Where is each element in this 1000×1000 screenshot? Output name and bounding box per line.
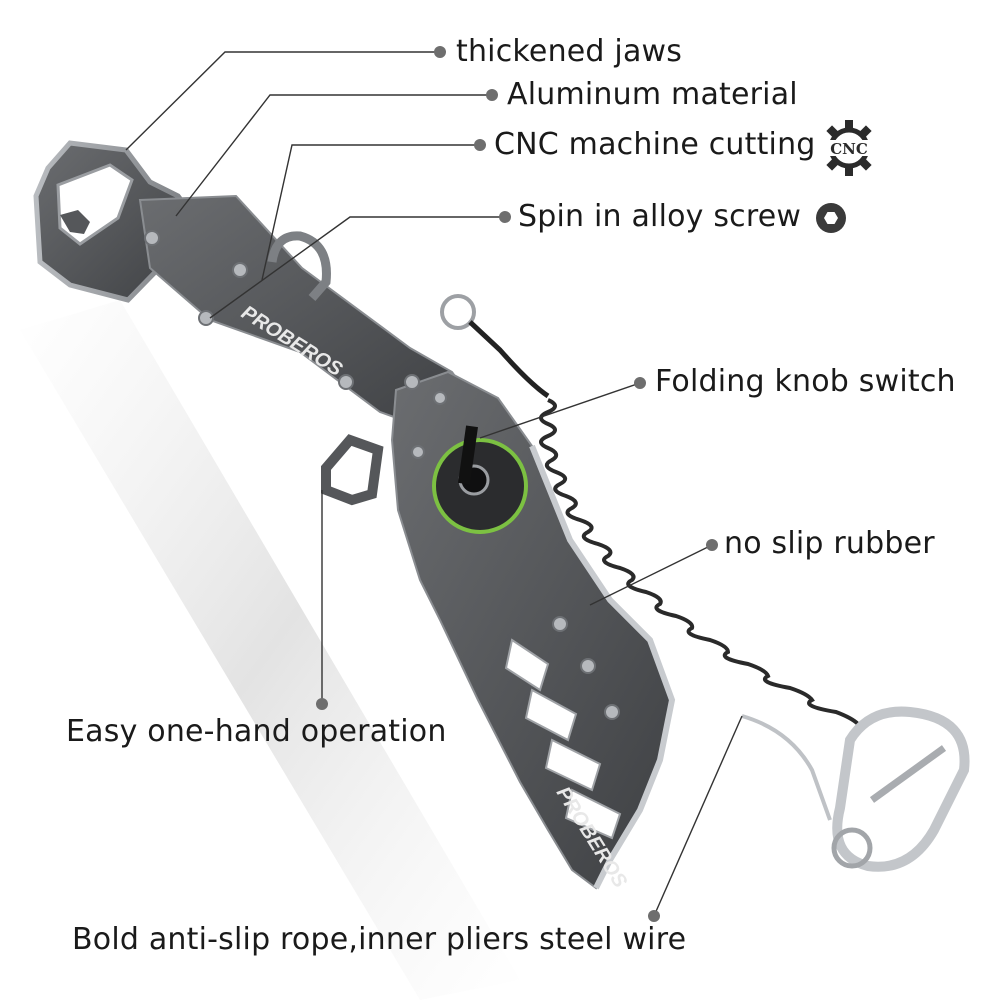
label-thickened-jaws: thickened jaws bbox=[456, 34, 683, 69]
jaw-hook bbox=[60, 210, 90, 234]
lanyard-cord-bottom bbox=[741, 714, 832, 821]
label-easy-one-hand-operation: Easy one-hand operation bbox=[66, 714, 447, 749]
leader-thickened-jaws bbox=[125, 51, 440, 151]
label-no-slip-rubber: no slip rubber bbox=[724, 526, 935, 561]
coil bbox=[539, 398, 860, 726]
label-folding-knob-switch: Folding knob switch bbox=[655, 364, 956, 399]
fish-grip: PROBEROS PROBEROS bbox=[33, 140, 676, 892]
coiled-lanyard bbox=[440, 294, 970, 872]
lanyard-cord-top bbox=[468, 320, 550, 399]
leader-aluminum bbox=[175, 94, 492, 217]
leader-dots bbox=[316, 46, 718, 922]
cnc-gear-icon: CNC bbox=[819, 120, 879, 176]
grip-slots bbox=[504, 638, 622, 840]
handle-edge bbox=[529, 444, 676, 890]
leader-cnc bbox=[261, 144, 480, 281]
carabiner-gate bbox=[869, 745, 947, 803]
leader-lines bbox=[125, 51, 743, 917]
label-bold-anti-slip-rope: Bold anti-slip rope,inner pliers steel w… bbox=[72, 922, 687, 957]
label-spin-in-alloy-screw: Spin in alloy screw bbox=[518, 199, 802, 234]
leader-rope bbox=[653, 715, 743, 917]
trigger-loop bbox=[321, 434, 384, 506]
leader-spin-screw bbox=[209, 216, 505, 319]
split-ring-top bbox=[440, 294, 476, 330]
label-aluminum-material: Aluminum material bbox=[507, 77, 798, 112]
split-ring-bottom bbox=[831, 827, 873, 869]
carabiner bbox=[832, 706, 970, 872]
label-cnc-machine-cutting: CNC machine cutting bbox=[494, 127, 816, 162]
hex-screw-icon bbox=[816, 203, 846, 233]
cnc-icon-text: CNC bbox=[830, 140, 868, 158]
knob-lever bbox=[458, 425, 478, 485]
leader-no-slip bbox=[589, 544, 713, 606]
leader-folding-knob bbox=[479, 382, 641, 439]
rivets bbox=[144, 230, 620, 720]
floor-shadow bbox=[20, 300, 520, 1000]
d-ring bbox=[267, 231, 331, 301]
